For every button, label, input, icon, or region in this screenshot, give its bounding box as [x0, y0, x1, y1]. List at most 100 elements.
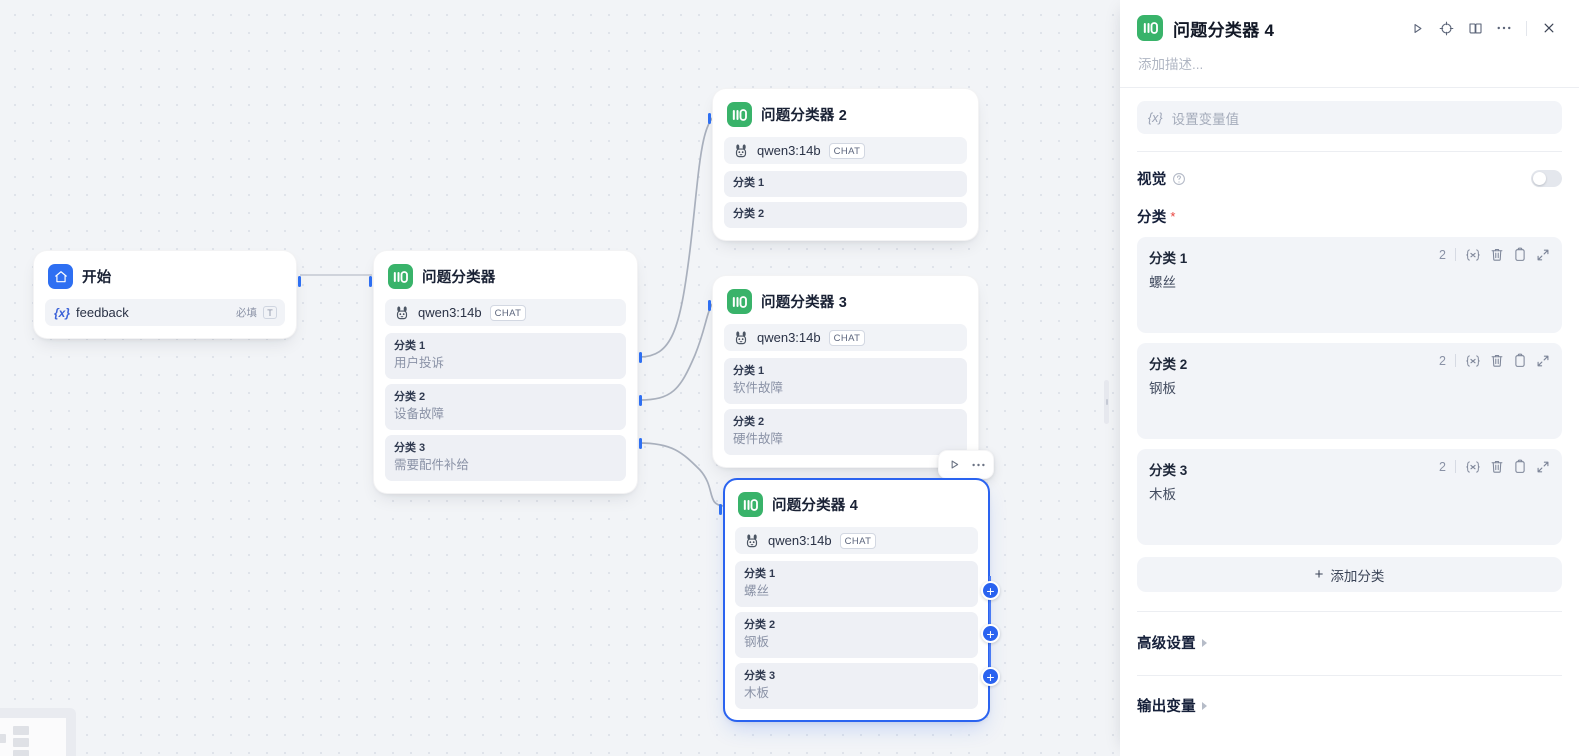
- class-toolbar: 2: [1439, 353, 1550, 368]
- node-toolbar[interactable]: [938, 450, 994, 479]
- panel-resize-handle[interactable]: [1104, 380, 1109, 424]
- insert-variable-icon[interactable]: [1465, 354, 1481, 368]
- classifier-icon: [727, 102, 752, 127]
- category-label: 分类 2: [733, 208, 765, 220]
- class-value[interactable]: 木板: [1149, 487, 1176, 502]
- add-branch-button[interactable]: +: [981, 667, 1000, 686]
- category-row[interactable]: 分类 1: [724, 171, 967, 197]
- classes-label: 分类: [1137, 210, 1167, 226]
- expand-icon[interactable]: [1536, 460, 1550, 474]
- vision-toggle[interactable]: [1531, 170, 1562, 187]
- category-label: 分类 2: [394, 391, 426, 403]
- home-icon: [48, 264, 73, 289]
- node-output-handle[interactable]: [298, 276, 301, 287]
- input-variable-field[interactable]: {x} 设置变量值: [1137, 101, 1562, 134]
- classes-section-header: 分类 *: [1120, 189, 1579, 227]
- category-row[interactable]: 分类 2: [724, 202, 967, 228]
- output-variables-section[interactable]: 输出变量: [1120, 695, 1579, 716]
- locate-button[interactable]: [1433, 15, 1459, 41]
- input-variable-placeholder: 设置变量值: [1171, 111, 1240, 127]
- ollama-icon: [394, 305, 410, 321]
- category-row[interactable]: 分类 2 设备故障: [385, 384, 626, 430]
- category-value: 螺丝: [744, 584, 770, 598]
- category-row[interactable]: 分类 3 木板: [735, 663, 978, 709]
- add-class-button[interactable]: + 添加分类: [1137, 557, 1562, 592]
- node-input-handle[interactable]: [719, 504, 722, 515]
- trash-icon[interactable]: [1490, 353, 1504, 368]
- category-output-handle[interactable]: [639, 395, 642, 406]
- canvas-minimap[interactable]: [0, 708, 76, 756]
- variable-required-label: 必填: [236, 307, 257, 319]
- workflow-canvas[interactable]: 开始 {x} feedback 必填 T 问题分类器: [0, 0, 1120, 756]
- category-output-handle[interactable]: [639, 438, 642, 449]
- add-branch-button[interactable]: +: [981, 624, 1000, 643]
- class-count: 2: [1439, 353, 1446, 368]
- panel-action-bar: [1404, 15, 1562, 41]
- class-card[interactable]: 分类 3 2: [1137, 449, 1562, 545]
- advanced-settings-section[interactable]: 高级设置: [1120, 632, 1579, 653]
- model-row[interactable]: qwen3:14b CHAT: [724, 137, 967, 164]
- chevron-right-icon: [1201, 638, 1207, 647]
- class-value[interactable]: 螺丝: [1149, 275, 1176, 290]
- category-value: 钢板: [744, 635, 770, 649]
- node-classifier-4[interactable]: 问题分类器 4 qwen3:14b CHAT: [719, 478, 1000, 722]
- insert-variable-icon[interactable]: [1465, 248, 1481, 262]
- node-classifier-2[interactable]: 问题分类器 2 qwen3:14b CHAT: [708, 88, 979, 241]
- category-row[interactable]: 分类 1 用户投诉: [385, 333, 626, 379]
- node-title: 问题分类器: [422, 270, 496, 286]
- class-card[interactable]: 分类 2 2: [1137, 343, 1562, 439]
- model-row[interactable]: qwen3:14b CHAT: [385, 299, 626, 326]
- copy-icon[interactable]: [1513, 353, 1527, 368]
- node-start[interactable]: 开始 {x} feedback 必填 T: [33, 250, 301, 339]
- question-circle-icon[interactable]: [1172, 172, 1186, 186]
- category-row[interactable]: 分类 1 螺丝: [735, 561, 978, 607]
- play-icon[interactable]: [943, 454, 965, 475]
- category-row[interactable]: 分类 2 钢板: [735, 612, 978, 658]
- category-label: 分类 3: [744, 670, 776, 682]
- node-description-input[interactable]: 添加描述...: [1138, 57, 1204, 72]
- divider: [1120, 87, 1579, 88]
- node-classifier-1[interactable]: 问题分类器 qwen3:14b CHAT: [369, 250, 642, 494]
- model-type-badge: CHAT: [489, 304, 527, 321]
- vision-label: 视觉: [1137, 172, 1167, 188]
- category-list: 分类 1 螺丝 分类 2 钢板 分类 3 木板: [735, 561, 978, 709]
- minimap-node: [13, 750, 29, 756]
- page-title[interactable]: 问题分类器 4: [1173, 20, 1275, 40]
- category-output-handle[interactable]: [639, 352, 642, 363]
- copy-icon[interactable]: [1513, 459, 1527, 474]
- model-name: qwen3:14b: [768, 533, 832, 548]
- divider: [1526, 20, 1527, 36]
- close-button[interactable]: [1536, 15, 1562, 41]
- category-row[interactable]: 分类 2 硬件故障: [724, 409, 967, 455]
- copy-icon[interactable]: [1513, 247, 1527, 262]
- add-branch-button[interactable]: +: [981, 581, 1000, 600]
- expand-icon[interactable]: [1536, 248, 1550, 262]
- vision-row: 视觉: [1120, 152, 1579, 189]
- more-button[interactable]: [1491, 15, 1517, 41]
- class-value[interactable]: 钢板: [1149, 381, 1176, 396]
- trash-icon[interactable]: [1490, 247, 1504, 262]
- category-row[interactable]: 分类 1 软件故障: [724, 358, 967, 404]
- category-row[interactable]: 分类 3 需要配件补给: [385, 435, 626, 481]
- node-title: 问题分类器 3: [761, 295, 847, 311]
- class-label: 分类 3: [1149, 463, 1188, 478]
- category-value: 用户投诉: [394, 356, 445, 370]
- run-button[interactable]: [1404, 15, 1430, 41]
- node-classifier-3[interactable]: 问题分类器 3 qwen3:14b CHAT: [708, 275, 979, 468]
- model-row[interactable]: qwen3:14b CHAT: [724, 324, 967, 351]
- node-header: 问题分类器 3: [724, 287, 967, 314]
- trash-icon[interactable]: [1490, 459, 1504, 474]
- node-header: 问题分类器 4: [735, 490, 978, 517]
- node-input-handle[interactable]: [708, 300, 711, 311]
- plus-icon: +: [1314, 566, 1324, 583]
- category-list: 分类 1 用户投诉 分类 2 设备故障 分类 3 需要配件补给: [385, 333, 626, 481]
- node-input-handle[interactable]: [369, 276, 372, 287]
- class-card[interactable]: 分类 1 2: [1137, 237, 1562, 333]
- node-input-handle[interactable]: [708, 113, 711, 124]
- model-row[interactable]: qwen3:14b CHAT: [735, 527, 978, 554]
- help-doc-button[interactable]: [1462, 15, 1488, 41]
- insert-variable-icon[interactable]: [1465, 460, 1481, 474]
- ellipsis-icon[interactable]: [967, 454, 989, 475]
- expand-icon[interactable]: [1536, 354, 1550, 368]
- start-variable-row[interactable]: {x} feedback 必填 T: [45, 299, 285, 326]
